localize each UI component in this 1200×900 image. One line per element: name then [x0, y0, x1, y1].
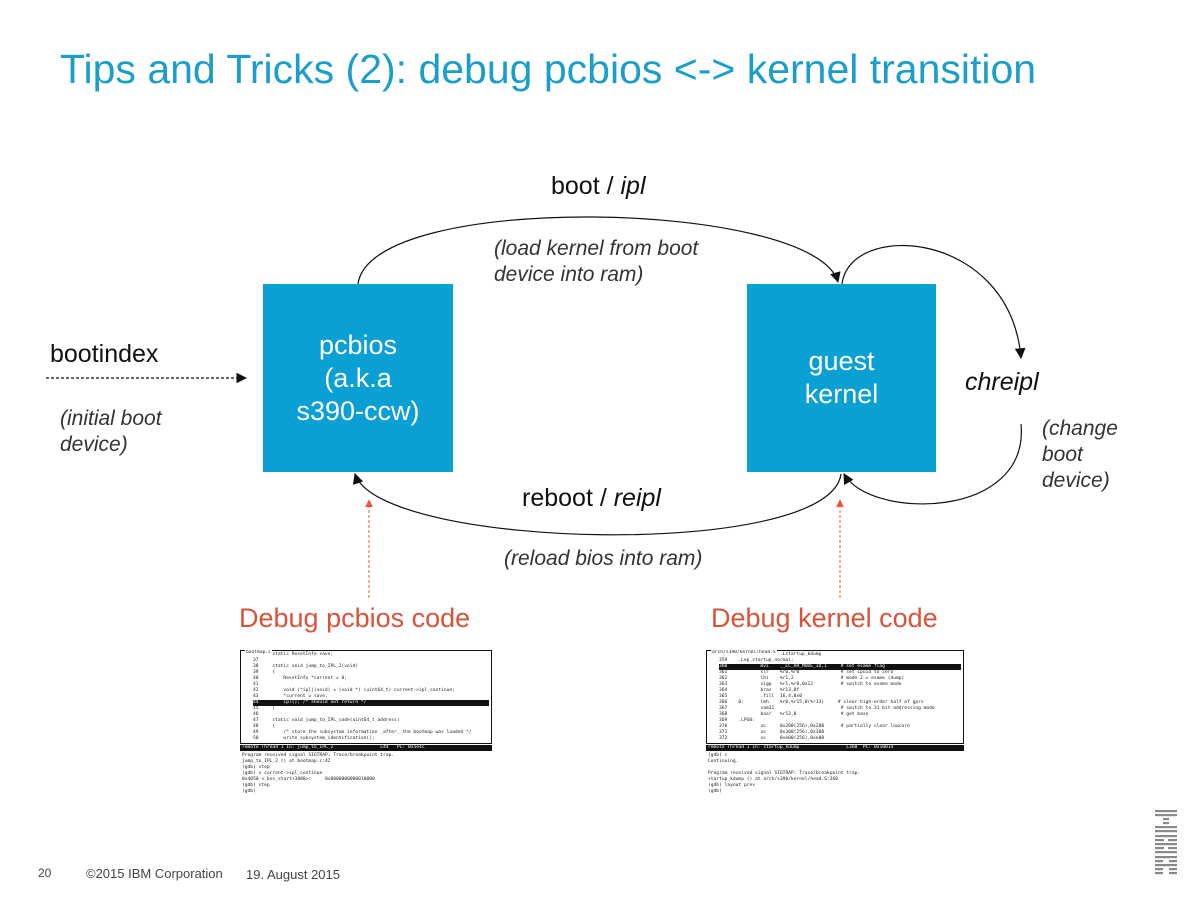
source-line: 364 bras %r13,0f	[719, 688, 800, 693]
boot-label-ipl: ipl	[620, 172, 646, 200]
bootindex-note-line-2: device)	[60, 433, 128, 456]
bootindex-note-line-1: (initial boot	[60, 407, 162, 430]
reboot-label-text: reboot /	[522, 484, 614, 512]
reboot-label: reboot / reipl	[522, 484, 661, 513]
debug-kernel-label: Debug kernel code	[711, 603, 938, 633]
gdb-output-line: (gdb)	[242, 789, 259, 794]
source-line: 368 basr %r13,0 # get base	[719, 712, 869, 717]
boot-arrow	[357, 216, 841, 285]
source-line: 48 {	[253, 724, 276, 729]
source-line: 39 {	[253, 670, 276, 675]
source-line: 49 /* store the subsystem information _a…	[253, 730, 472, 735]
chreipl-label: chreipl	[965, 368, 1039, 396]
source-line: 370 xc 0x200(256),0x200 # partially clea…	[719, 724, 910, 729]
pcbios-status-bar: remote Thread 1 In: jump_to_IPL_2 L44 PC…	[240, 745, 492, 751]
chreipl-arrow-bottom	[843, 423, 1022, 505]
debug-pcbios-label: Debug pcbios code	[239, 603, 471, 633]
gdb-output-line: (gdb) x current->ipl_continue	[242, 771, 323, 776]
source-line: 371 xc 0x300(256),0x300	[719, 730, 825, 735]
kernel-line-1: guest	[808, 346, 875, 376]
source-line: 362 lhi %r1,2 # mode 2 = esame (dump)	[719, 676, 905, 681]
gdb-output-line: (gdb) layout prev	[708, 783, 756, 788]
gdb-output-line: startup_kdump () at arch/s390/kernel/hea…	[708, 777, 838, 782]
guest-kernel-box: guest kernel	[747, 284, 936, 472]
kernel-gdb-terminal: arch/s390/kernel/head.S 358 j .Lstartup_…	[706, 650, 964, 810]
source-line: 372 xc 0xe00(256),0xe00	[719, 736, 825, 741]
pcbios-line-1: pcbios	[318, 329, 398, 360]
kernel-source-pane: arch/s390/kernel/head.S 358 j .Lstartup_…	[706, 650, 964, 744]
boot-note: (load kernel from boot device into ram)	[494, 236, 698, 288]
reboot-arrow	[352, 472, 842, 536]
source-line: 44 ipl(); /* should not return */	[253, 700, 489, 706]
kernel-line-2: kernel	[804, 379, 879, 409]
source-line: 50 write_subsystem_identification();	[253, 736, 375, 741]
source-line: 38 static void jump_to_IPL_2(void)	[253, 664, 359, 669]
reboot-note: (reload bios into ram)	[504, 547, 703, 570]
boot-note-line-2: device into ram)	[494, 263, 644, 286]
chreipl-note-line-3: device)	[1042, 469, 1110, 492]
reboot-label-reipl: reipl	[613, 484, 661, 512]
kernel-status-bar: remote Thread 1 In: startup_kdump L360 P…	[706, 745, 964, 751]
kernel-source-title: arch/s390/kernel/head.S	[711, 650, 777, 656]
page-number: 20	[38, 866, 52, 880]
source-line: 45 }	[253, 706, 276, 711]
gdb-output-line: (gdb) step	[242, 783, 270, 788]
ibm-logo	[1155, 810, 1177, 875]
source-line: 46	[253, 712, 259, 717]
source-line: 361 slr %r0,%r0 # set cpuid to zero	[719, 670, 894, 675]
bootindex-note: (initial boot device)	[60, 406, 162, 458]
chreipl-note-line-1: (change	[1042, 417, 1118, 440]
source-line: 42 void (*ipl)(void) = (void *) (uint64_…	[253, 688, 455, 693]
boot-label-text: boot /	[551, 172, 621, 200]
bootindex-label: bootindex	[50, 340, 159, 368]
source-line: 43 *current = save;	[253, 694, 328, 699]
date: 19. August 2015	[246, 867, 340, 882]
source-line: 365 .fill 16,4,0x0	[719, 694, 802, 699]
gdb-output-line: (gdb) step	[242, 765, 270, 770]
chreipl-note-line-2: boot	[1042, 443, 1083, 466]
gdb-output-line: Continuing.	[708, 759, 739, 764]
copyright: ©2015 IBM Corporation	[86, 866, 223, 881]
source-line: 363 sigp %r1,%r0,0x12 # switch to esame …	[719, 682, 902, 687]
gdb-output-line: jump_to_IPL_2 () at bootmap.c:42	[242, 759, 331, 764]
boot-note-line-1: (load kernel from boot	[494, 237, 699, 260]
pcbios-line-3: s390-ccw)	[296, 395, 420, 426]
gdb-output-line: Program received signal SIGTRAP, Trace/b…	[708, 771, 861, 776]
source-line: 47 static void jump_to_IPL_code(uint64_t…	[253, 718, 400, 723]
chreipl-arrow-top	[841, 244, 1026, 360]
source-line: 367 sam31 # switch to 31 bit addressing …	[719, 706, 935, 711]
source-line: 41	[253, 682, 259, 687]
source-line: 359 .Lep_startup_normal:	[719, 658, 794, 663]
source-line: 366 0: lmh %r0,%r15,0(%r13) # clear high…	[719, 700, 924, 705]
boot-label: boot / ipl	[551, 172, 646, 201]
source-line: 37	[253, 658, 259, 663]
pcbios-box: pcbios (a.k.a s390-ccw)	[263, 284, 453, 472]
gdb-output-line: Program received signal SIGTRAP, Trace/b…	[242, 753, 395, 758]
slide-title: Tips and Tricks (2): debug pcbios <-> ke…	[60, 46, 1037, 92]
pcbios-source-title: bootmap.c	[245, 650, 272, 656]
source-line: 40 ResetInfo *current = 0;	[253, 676, 348, 681]
gdb-output-line: 0x4050 <_bss_start+3888>: 0x000000000001…	[242, 777, 375, 782]
chreipl-note: (change boot device)	[1042, 416, 1118, 494]
pcbios-line-2: (a.k.a	[324, 362, 392, 393]
source-line: 360 mvi __LC_AR_MODE_ID,1 # set esame fl…	[719, 664, 961, 670]
source-line: 369 .LPG0:	[719, 718, 755, 723]
pcbios-gdb-commands: Program received signal SIGTRAP, Trace/b…	[240, 751, 492, 795]
gdb-output-line: (gdb)	[708, 789, 725, 794]
gdb-output-line: (gdb) c	[708, 753, 728, 758]
